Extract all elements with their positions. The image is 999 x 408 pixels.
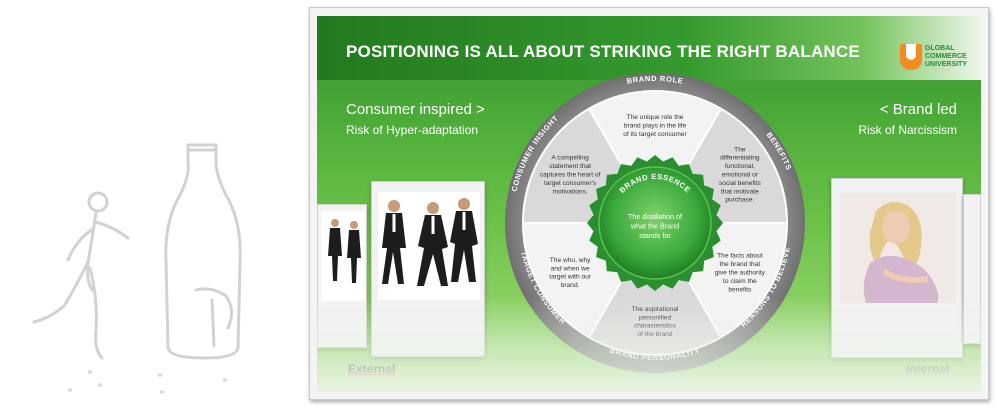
header-band — [317, 16, 981, 80]
left-front-panel — [371, 181, 485, 357]
slide-title: POSITIONING IS ALL ABOUT STRIKING THE RI… — [346, 42, 860, 61]
left-subheading: Risk of Hyper-adaptation — [346, 123, 479, 137]
right-front-photo — [840, 193, 956, 303]
logo-text: GLOBAL COMMERCE UNIVERSITY — [925, 45, 968, 68]
left-back-panel — [317, 204, 367, 348]
internal-label: Internal — [906, 362, 950, 376]
right-subheading: Risk of Narcissism — [858, 123, 957, 137]
segment-label: BRAND ROLE — [626, 74, 684, 86]
company-logo: GLOBAL COMMERCE UNIVERSITY — [900, 44, 970, 74]
footer-line — [347, 379, 957, 380]
left-front-photo — [378, 192, 480, 300]
bottle-cap-center — [598, 166, 712, 280]
right-back-panel — [963, 194, 981, 344]
left-heading: Consumer inspired > — [346, 101, 485, 118]
left-back-photo — [321, 211, 365, 301]
sketch-illustration — [32, 143, 242, 394]
external-label: External — [348, 362, 396, 376]
logo-u-icon — [900, 44, 922, 70]
slide-frame: POSITIONING IS ALL ABOUT STRIKING THE RI… — [309, 7, 989, 400]
right-heading: < Brand led — [879, 101, 957, 118]
slide: POSITIONING IS ALL ABOUT STRIKING THE RI… — [317, 16, 981, 392]
right-front-panel — [831, 178, 963, 358]
